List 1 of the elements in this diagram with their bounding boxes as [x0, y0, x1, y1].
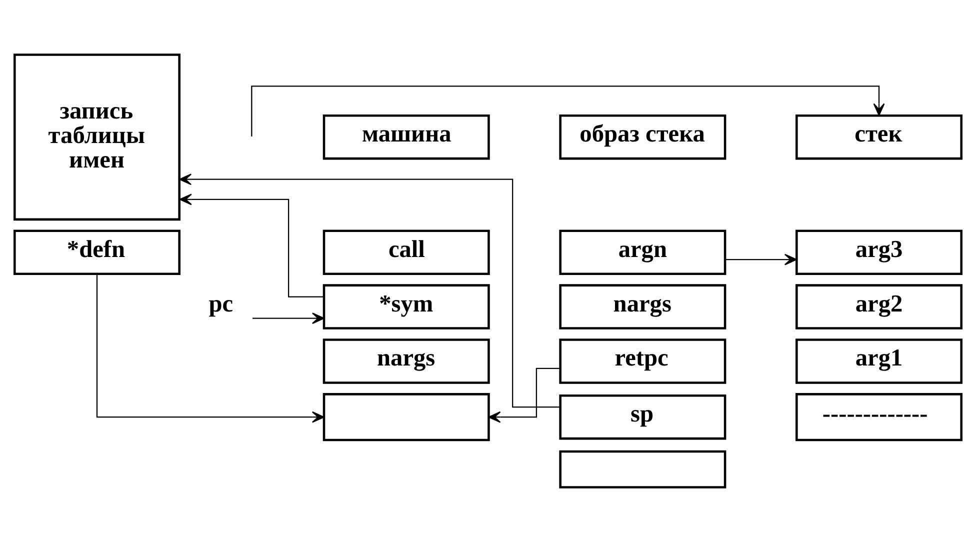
node-text: pc: [208, 290, 234, 318]
